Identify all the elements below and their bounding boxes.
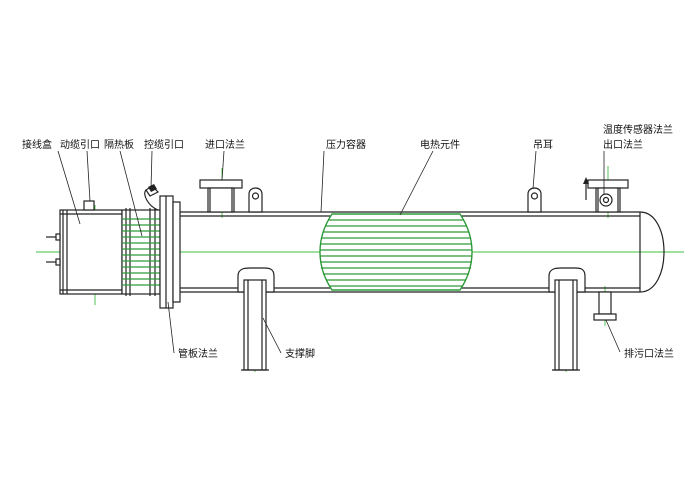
power-cable-inlet: [83, 200, 95, 211]
control-cable-inlet: [144, 184, 160, 211]
flow-arrow-icon: [583, 177, 589, 200]
inlet-flange: [199, 179, 243, 213]
label-control-cable-inlet: 控缆引口: [144, 138, 184, 151]
label-junction-box: 接线盒: [22, 138, 52, 151]
label-temp-sensor-flange: 温度传感器法兰: [603, 123, 673, 136]
tube-sheet-flange: [159, 195, 181, 309]
drain-flange: [593, 291, 617, 321]
label-support-leg: 支撑脚: [285, 347, 315, 360]
label-drain-flange: 排污口法兰: [624, 347, 674, 360]
label-outlet-flange: 出口法兰: [603, 138, 643, 151]
support-leg-right: [548, 267, 586, 371]
lifting-lug-left: [248, 187, 263, 213]
label-tube-sheet-flange: 管板法兰: [178, 347, 218, 360]
support-leg-left: [237, 267, 275, 371]
label-heating-element: 电热元件: [420, 138, 460, 151]
label-lifting-lug: 吊耳: [533, 139, 553, 151]
outlet-flange: [587, 179, 629, 213]
label-inlet-flange: 进口法兰: [205, 138, 245, 151]
heat-shield: [121, 208, 161, 296]
label-heat-shield: 隔热板: [104, 138, 134, 151]
leader-lines: [57, 150, 621, 354]
temp-sensor-flange: [599, 193, 613, 207]
junction-box: [46, 209, 123, 295]
lifting-lug-right: [527, 187, 542, 213]
label-pressure-vessel: 压力容器: [326, 138, 366, 151]
label-power-cable-inlet: 动缆引口: [60, 138, 100, 151]
heating-element: [319, 213, 473, 291]
